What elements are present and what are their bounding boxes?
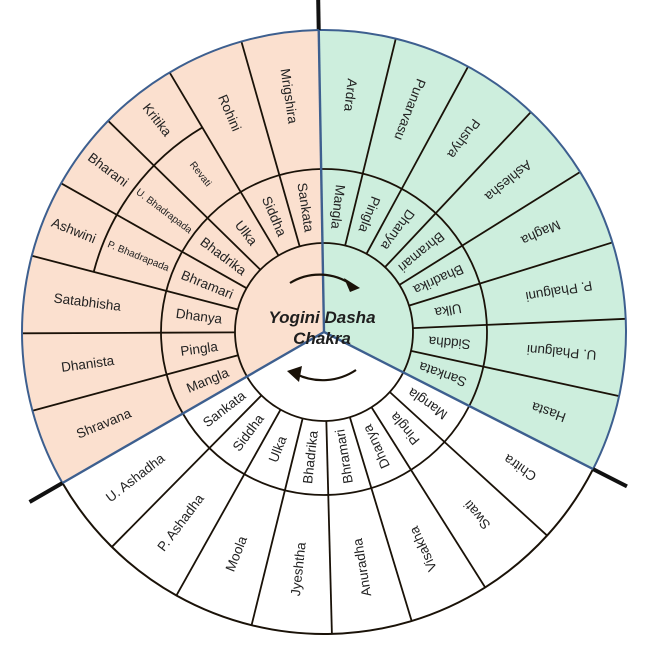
yogini-divider [208,394,263,449]
nakshatra-divider [107,120,209,219]
yogini-divider [166,289,239,311]
boundary-tick [592,467,628,489]
yogini-divider [408,282,480,307]
yogini-divider [284,418,304,491]
yogini-divider [166,354,239,376]
nakshatra-divider [461,171,581,247]
outer-rim [61,468,594,635]
nakshatra-divider [32,373,167,412]
nakshatra-divider [240,41,281,176]
yogini-divider [325,420,330,495]
nakshatra-label-ardra: Ardra [341,78,360,113]
nakshatra-divider [479,241,613,285]
nakshatra-divider [21,331,162,335]
yogini-label-ulka: Ulka [433,301,463,320]
nakshatra-divider [60,182,183,253]
yogini-divider [398,244,463,286]
yogini-divider [243,409,282,475]
sector-border [317,30,326,333]
yogini-divider [389,391,446,443]
inner-ring-arc [246,371,405,422]
arrowhead-top-icon [344,278,360,292]
yogini-label-dhanya: Dhanya [175,306,224,327]
nakshatra-divider [435,111,532,214]
yogini-divider [181,250,247,289]
yogini-divider [239,191,280,256]
nakshatra-divider [443,441,548,537]
nakshatra-divider [400,66,469,190]
nakshatra-divider [410,469,486,588]
sector-peach [21,30,324,484]
outer-rim [318,29,627,470]
nakshatra-label-dhanista: Dhanista [60,353,115,375]
yogini-label-bhadrika: Bhadrika [300,429,321,484]
yogini-divider [278,174,301,247]
nakshatra-divider [327,494,333,634]
nakshatra-label-jyeshtha: Jyeshtha [288,541,309,597]
yogini-divider [206,217,262,271]
chakra-center: Yogini Dasha Chakra [268,273,376,382]
inner-ring-arc [322,242,414,373]
yogini-divider [348,416,373,489]
extra-ring-arc [92,126,203,273]
nakshatra-divider [250,490,286,626]
yogini-divider [370,406,412,471]
yogini-label-mangla: Mangla [328,184,348,230]
boundary-tick [316,0,321,31]
nakshatra-label-u-phalguni: U. Phalguni [526,342,597,363]
nakshatra-divider [168,71,242,193]
nakshatra-divider [483,365,620,397]
yogini-divider [344,173,364,246]
nakshatra-divider [175,473,246,596]
yogini-label-pingla: Pingla [180,339,220,359]
sector-border [323,330,594,471]
nakshatra-divider [370,487,413,622]
nakshatra-divider [486,317,626,326]
boundary-tick [28,481,64,504]
sector-green [318,30,626,470]
center-title-line1: Yogini Dasha [268,308,375,327]
inner-ring-arc [234,242,323,377]
yogini-divider [365,188,403,255]
nakshatra-divider [361,38,397,174]
arrowhead-bottom-icon [287,366,302,382]
nakshatra-divider [111,447,211,548]
yogini-label-sankata: Sankata [294,182,316,234]
outer-rim [21,29,319,484]
clockwise-arrow-bottom-icon [295,369,357,382]
yogini-divider [384,212,437,268]
yogini-divider [412,323,487,330]
center-title-line2: Chakra [293,329,351,348]
yogini-label-siddha: Siddha [427,333,471,352]
yogini-divider [410,350,484,368]
sector-border [61,330,325,485]
nakshatra-divider [31,254,167,292]
